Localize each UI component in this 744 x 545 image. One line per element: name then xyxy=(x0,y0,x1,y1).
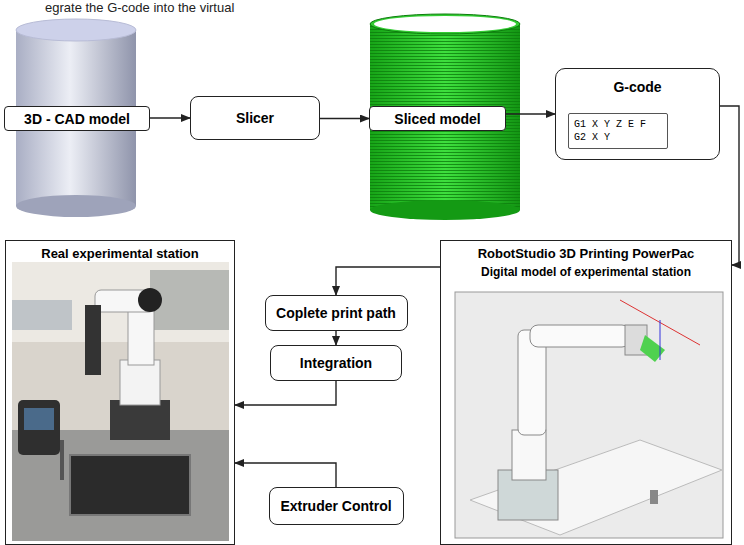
flow-arrow xyxy=(235,381,336,405)
node-title: G1 X Y Z E F xyxy=(574,118,646,131)
node-title: 3D - CAD model xyxy=(24,111,130,127)
label-box: Sliced model xyxy=(369,106,506,131)
process-box: Extruder Control xyxy=(269,487,404,525)
node-title: Real experimental station xyxy=(41,246,199,261)
node-title: Coplete print path xyxy=(276,305,396,321)
flow-arrow xyxy=(150,117,190,118)
node-title: Slicer xyxy=(236,110,274,126)
node-title: Extruder Control xyxy=(280,498,391,514)
code-box: G1 X Y Z E FG2 X Y xyxy=(568,113,668,149)
node-title: Integration xyxy=(300,355,372,371)
station-photo xyxy=(12,262,229,541)
software-panel: RobotStudio 3D Printing PowerPacDigital … xyxy=(440,240,732,545)
label-box: 3D - CAD model xyxy=(4,106,150,131)
process-box: Coplete print path xyxy=(265,295,408,331)
process-box: Slicer xyxy=(190,96,320,140)
node-title: G-code xyxy=(613,79,661,95)
process-box: G-code G1 X Y Z E FG2 X Y xyxy=(555,68,720,160)
process-box: Integration xyxy=(270,345,402,381)
caption-fragment: egrate the G-code into the virtual xyxy=(45,0,234,15)
node-title: Sliced model xyxy=(394,111,480,127)
flow-arrow xyxy=(336,267,440,295)
flow-arrow xyxy=(235,463,336,487)
cad-cylinder xyxy=(16,19,136,217)
sliced-cylinder xyxy=(370,14,520,220)
digital-model xyxy=(455,292,723,538)
flow-arrow xyxy=(335,331,336,345)
station-panel: Real experimental station xyxy=(5,240,235,545)
flow-arrow xyxy=(720,106,739,265)
node-text: G2 X Y xyxy=(574,131,610,144)
flow-arrow xyxy=(506,113,555,114)
node-title: RobotStudio 3D Printing PowerPac xyxy=(478,246,695,261)
node-text: Digital model of experimental station xyxy=(481,265,691,279)
flow-arrow xyxy=(320,118,369,119)
